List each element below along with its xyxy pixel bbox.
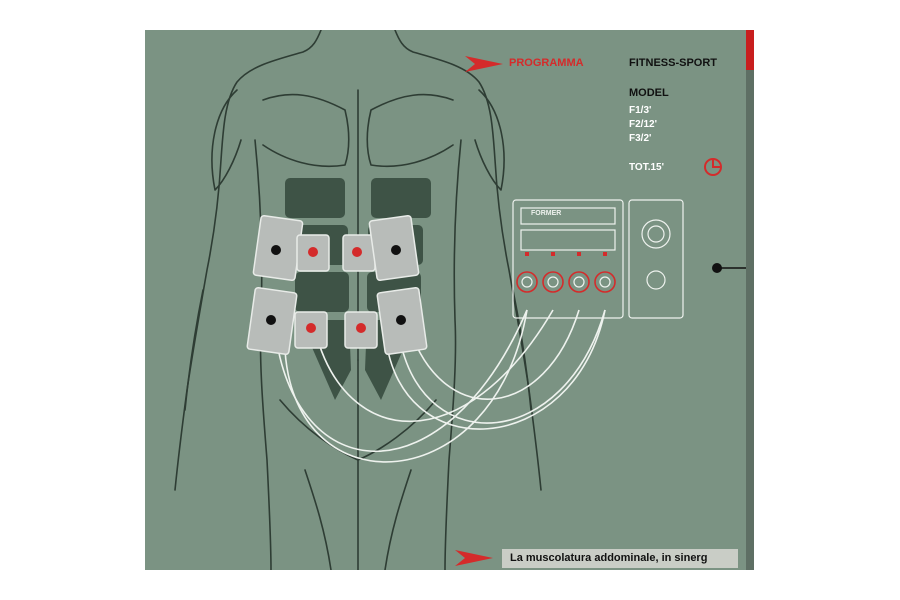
device-leds: [525, 252, 607, 256]
model-line: F3/2': [629, 133, 652, 144]
clock-icon: [704, 158, 722, 176]
total-time: TOT.15': [629, 162, 664, 173]
arrow-pointer-icon: [465, 56, 503, 72]
model-title: MODEL: [629, 87, 669, 99]
program-label: PROGRAMMA: [509, 57, 584, 69]
diagram-canvas: [174, 30, 754, 570]
caption: La muscolatura addominale, in sinerg: [502, 549, 738, 568]
diagram-panel: PROGRAMMA FITNESS-SPORT MODEL F1/3' F2/1…: [145, 30, 754, 570]
device-brand: FORMER: [531, 210, 562, 217]
edge-tab: [746, 30, 754, 70]
model-line: F2/12': [629, 119, 657, 130]
electrode-dots: [266, 245, 406, 333]
electrode-wires: [274, 309, 606, 463]
body-outline: [174, 30, 542, 570]
device-knobs: [516, 271, 616, 293]
stimulator-device: [512, 199, 684, 319]
model-line: F1/3': [629, 105, 652, 116]
edge-bar: [746, 30, 754, 570]
program-value: FITNESS-SPORT: [629, 57, 718, 69]
device-knob-centers: [521, 276, 611, 288]
arrow-pointer-icon: [455, 550, 493, 566]
